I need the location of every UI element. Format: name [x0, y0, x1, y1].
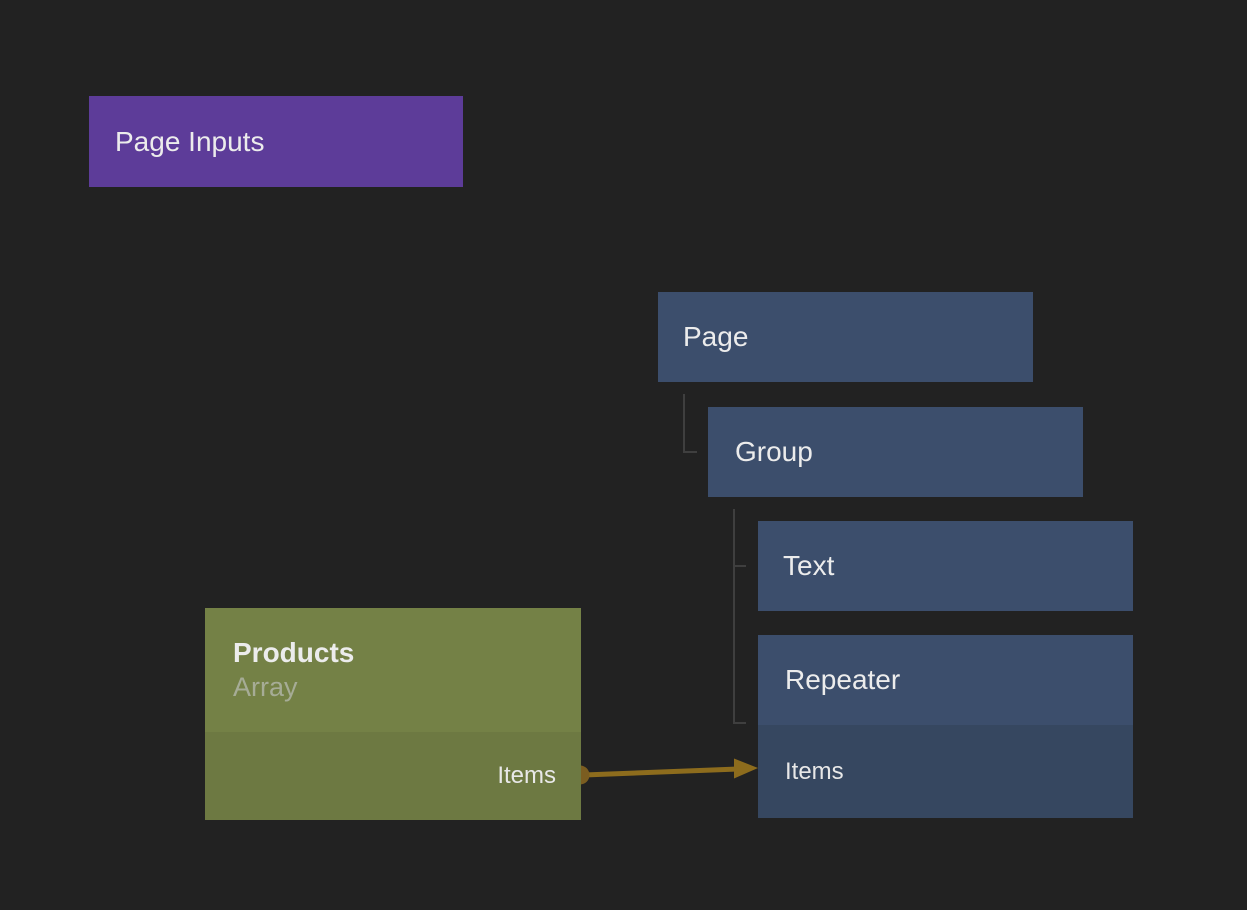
node-title: Page — [683, 321, 749, 352]
node-text[interactable]: Text — [758, 521, 1133, 611]
tree-line-page-to-group — [683, 394, 697, 453]
node-title: Text — [783, 550, 835, 581]
connection-products-items-to-repeater-items[interactable] — [570, 758, 759, 785]
node-title: Page Inputs — [115, 125, 265, 157]
node-title: Products — [233, 637, 355, 668]
node-title-row[interactable]: Repeater — [758, 635, 1133, 725]
arrowhead-icon — [734, 758, 758, 779]
tree-line-group-to-repeater — [733, 509, 746, 724]
node-title: Repeater — [785, 664, 901, 695]
node-title: Group — [735, 436, 813, 467]
node-type-label: Array — [233, 672, 298, 702]
node-page[interactable]: Page — [658, 292, 1033, 382]
port-label: Items — [785, 757, 844, 785]
port-label: Items — [497, 762, 556, 789]
node-repeater[interactable]: Repeater Items — [758, 635, 1133, 818]
node-group[interactable]: Group — [708, 407, 1083, 497]
node-page-inputs[interactable]: Page Inputs — [89, 96, 463, 187]
repeater-items-input-port[interactable]: Items — [758, 725, 1133, 818]
products-items-output-port[interactable]: Items — [205, 732, 581, 820]
connection-wire[interactable] — [583, 766, 739, 778]
node-header[interactable]: Products Array — [205, 608, 581, 732]
node-products[interactable]: Products Array Items — [205, 608, 581, 820]
